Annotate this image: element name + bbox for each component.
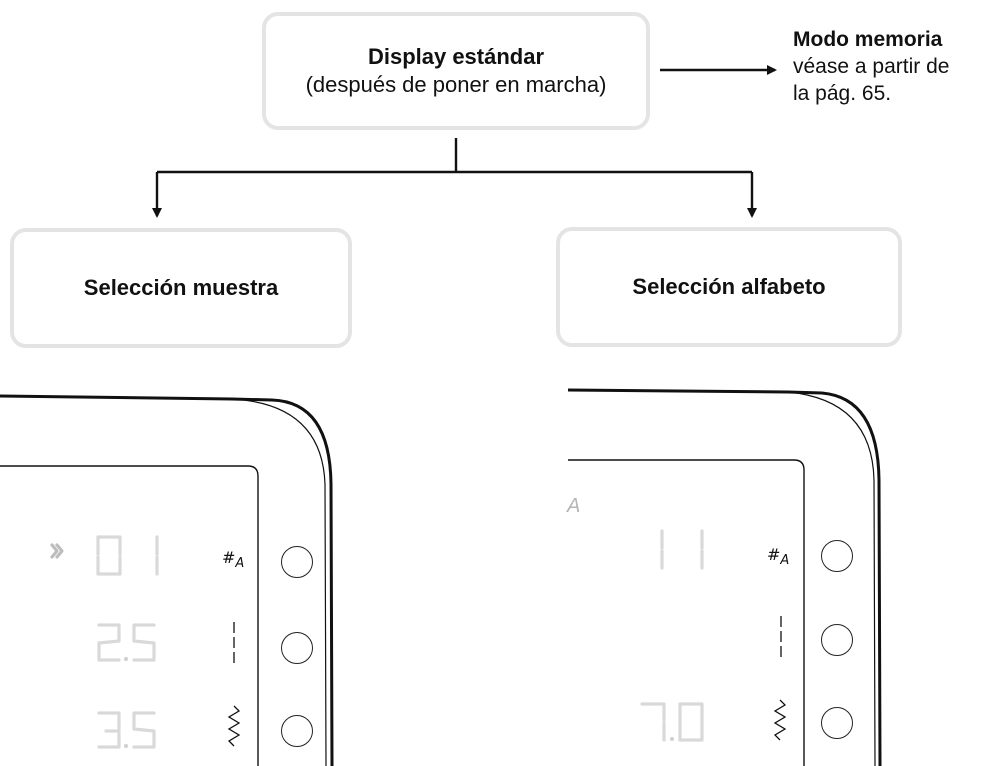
memory-mode-line2: la pág. 65. (793, 82, 892, 105)
stitch-width-button[interactable] (821, 707, 853, 739)
memory-mode-line1: véase a partir de (793, 55, 950, 78)
memory-mode-note: Modo memoria véase a partir de la pág. 6… (793, 26, 949, 107)
right-stitch-width-digits (640, 702, 704, 742)
connector-lines (152, 65, 777, 218)
pattern-indicator-icon (50, 543, 64, 559)
alphabet-mode-indicator: A (567, 495, 581, 517)
standard-display-subtitle: (después de poner en marcha) (305, 72, 607, 97)
pattern-select-button[interactable] (281, 546, 313, 578)
pattern-selection-box: Selección muestra (10, 228, 352, 348)
stitch-width-button[interactable] (281, 715, 313, 747)
zigzag-stitch-icon (773, 699, 787, 741)
alphabet-key-symbol: #A (767, 545, 790, 569)
right-display-panel (567, 388, 882, 766)
memory-mode-title: Modo memoria (793, 28, 943, 51)
right-pattern-number-digits (660, 529, 704, 570)
pattern-select-button[interactable] (821, 540, 853, 572)
alphabet-key-symbol: #A (222, 548, 245, 572)
left-stitch-width-digits (97, 711, 156, 749)
pattern-selection-label: Selección muestra (83, 275, 279, 300)
alphabet-selection-box: Selección alfabeto (556, 227, 902, 347)
stitch-length-button[interactable] (281, 632, 313, 664)
standard-display-title: Display estándar (367, 44, 545, 69)
stitch-length-button[interactable] (821, 624, 853, 656)
zigzag-stitch-icon (227, 705, 241, 747)
standard-display-box: Display estándar (después de poner en ma… (262, 12, 650, 130)
alphabet-selection-label: Selección alfabeto (632, 274, 826, 299)
left-stitch-length-digits (97, 623, 156, 662)
left-display-panel (0, 394, 334, 766)
left-pattern-number-digits (96, 535, 159, 576)
